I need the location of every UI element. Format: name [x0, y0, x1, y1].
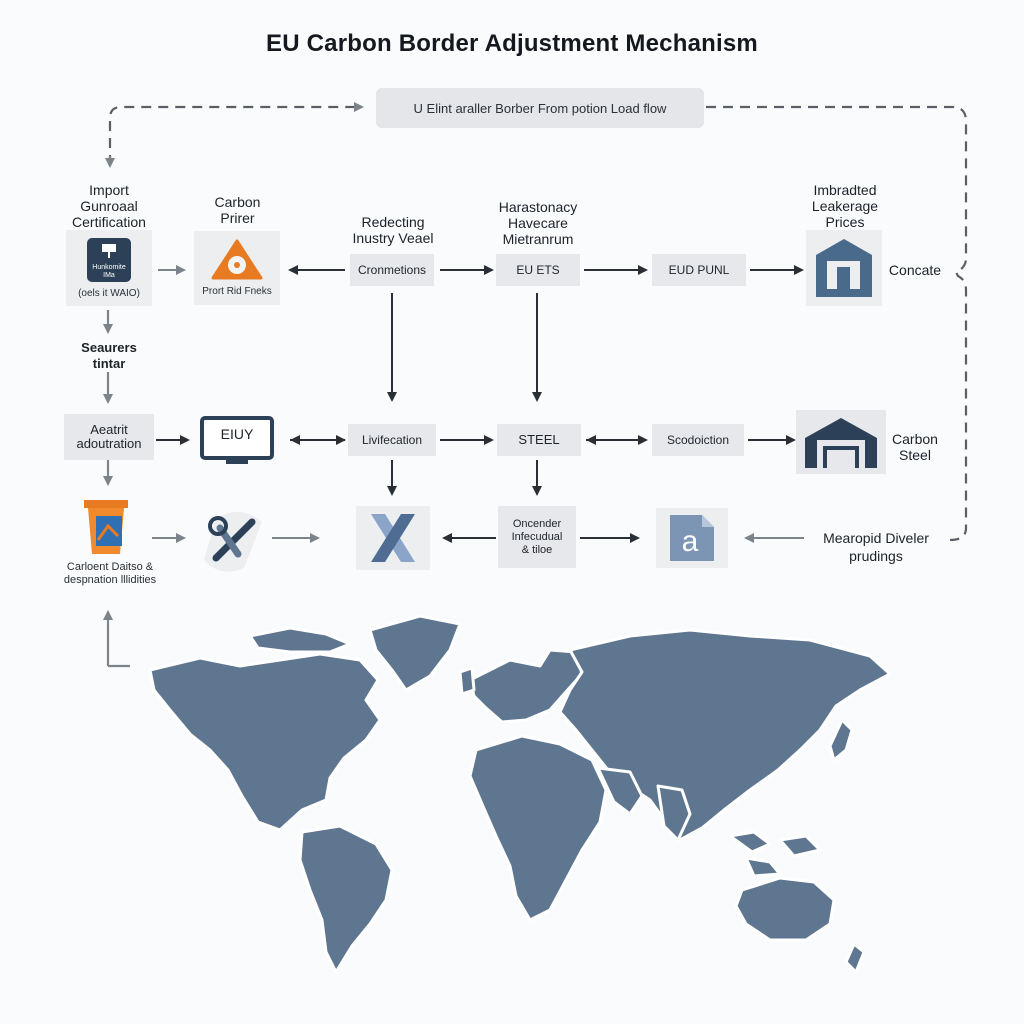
top-flow-label: U Elint araller Borber From potion Load … [376, 88, 704, 128]
x-logo-card [356, 506, 430, 570]
japan-shape [828, 718, 854, 762]
harmonized-mechanism-label: Harastonacy Havecare Mietranrum [498, 199, 578, 247]
import-card-caption: (oels it WAIO) [78, 288, 140, 299]
new-zealand-shape [844, 942, 866, 974]
concate-label: Concate [888, 262, 942, 278]
document-letter: a [682, 525, 699, 558]
vertical-arrows [387, 293, 542, 496]
world-map [148, 614, 892, 974]
leakage-card [806, 230, 882, 306]
carbon-card-caption: Prort Rid Fneks [202, 286, 272, 297]
tools-icon [194, 498, 274, 578]
carbon-steel-card [796, 410, 886, 474]
import-certification-label: Import Gunroaal Certification [72, 182, 146, 230]
monitor-icon: EIUY [200, 416, 276, 468]
carbon-price-label: Carbon Prirer [214, 194, 261, 226]
africa-shape [468, 734, 608, 922]
europe-shape [468, 648, 584, 724]
connections-box: Cronmetions [350, 254, 434, 286]
oncender-box: Oncender Infecudual & tiloe [498, 506, 576, 568]
account-administration-box: Aeatrit adoutration [64, 414, 154, 460]
south-america-shape [298, 824, 394, 974]
dashed-feedback-loop [108, 102, 968, 542]
eu-ets-box: EU ETS [496, 254, 580, 286]
scodoiction-box: Scodoiction [652, 424, 744, 456]
uk-shape [458, 666, 476, 696]
arabia-india-shape [596, 766, 692, 842]
x-logo-icon [371, 514, 415, 562]
leakage-prices-label: Imbradted Leakerage Prices [811, 182, 879, 230]
carbon-duties-label: Carloent Daitso & despnation lllidities [63, 561, 157, 586]
document-card: a [656, 508, 728, 568]
north-america-shape [148, 652, 382, 832]
asia-shape [558, 628, 892, 842]
carbon-steel-label: Carbon Steel [892, 431, 938, 463]
jar-icon [74, 496, 142, 558]
se-asia-islands-shape [728, 830, 822, 878]
steel-box: STEEL [497, 424, 581, 456]
diagram-title: EU Carbon Border Adjustment Mechanism [266, 30, 758, 57]
document-icon: a [670, 515, 714, 561]
arctic-islands-shape [248, 626, 352, 654]
eud-box: EUD PUNL [652, 254, 746, 286]
greenland-shape [368, 614, 462, 692]
warning-triangle-icon [211, 239, 263, 280]
seaurers-label: Seaurers tintar [81, 340, 137, 371]
screen-label: EIUY [220, 426, 254, 442]
carbon-price-card: Prort Rid Fneks [194, 231, 280, 305]
left-column-arrows [103, 310, 130, 668]
australia-shape [734, 876, 836, 942]
measured-label: Mearopid Diveler prudings [823, 530, 929, 564]
house-icon [805, 418, 877, 468]
reducing-industry-label: Redecting Inustry Veael [352, 214, 434, 246]
house-icon [816, 239, 872, 297]
livification-box: Livifecation [348, 424, 436, 456]
